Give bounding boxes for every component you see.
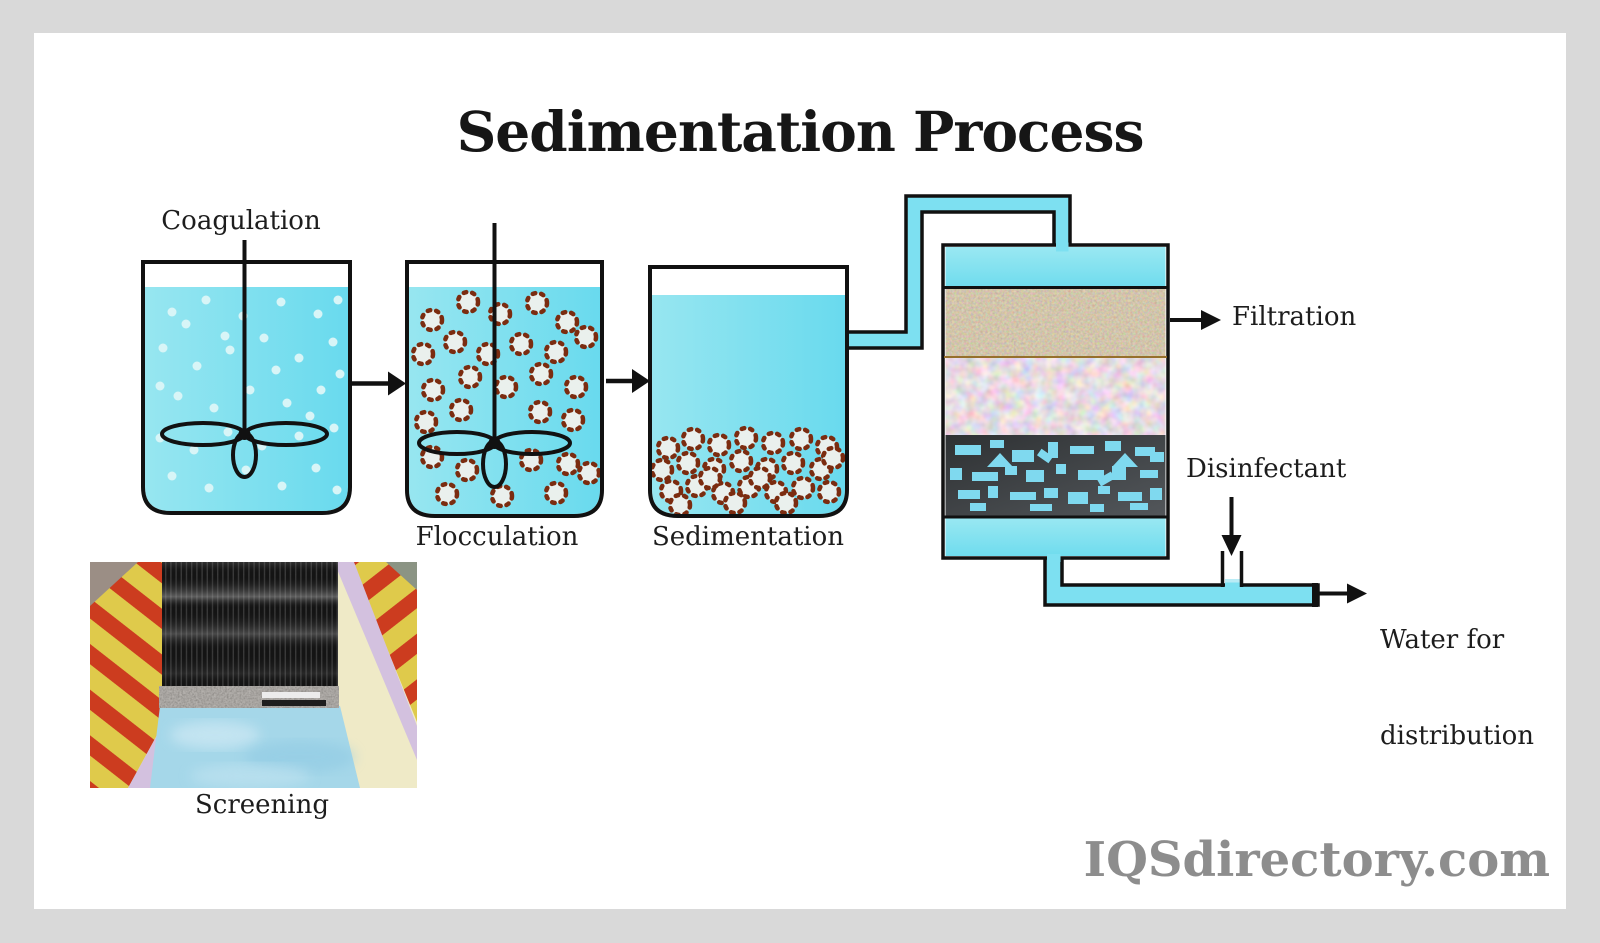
stirrer-coagulation [160, 240, 329, 479]
label-flocculation: Flocculation [415, 522, 579, 552]
channel-water [150, 706, 360, 788]
label-water-for-distribution: Water for distribution [1380, 562, 1534, 816]
settled-particles [652, 425, 845, 514]
label-disinfectant: Disinfectant [1186, 454, 1347, 484]
diagram-title: Sedimentation Process [456, 98, 1145, 164]
watermark: IQSdirectory.com [1083, 832, 1550, 888]
label-water-line1: Water for [1380, 625, 1505, 656]
label-filtration: Filtration [1232, 302, 1357, 332]
filter-layer-sand [945, 288, 1166, 357]
arrow-filtration [1170, 310, 1221, 330]
filter-water-bottom [945, 517, 1166, 556]
coagulant-dots [155, 295, 345, 495]
pipe-filter-to-distribution [1043, 550, 1320, 607]
disinfectant-inlet [1220, 551, 1244, 588]
tank-flocculation [405, 223, 604, 518]
arrow-disinfectant [1221, 497, 1242, 556]
label-screening: Screening [194, 790, 330, 820]
filter-layer-charcoal [945, 435, 1166, 517]
bar-screen [159, 562, 339, 708]
pipe-end-cap [1312, 583, 1318, 607]
screening-photo [90, 562, 417, 788]
tank-sedimentation [648, 265, 849, 518]
arrow-flocculation-to-sedimentation [606, 369, 650, 393]
filter-layer-pebbles [945, 357, 1166, 435]
right-wall-edge [334, 562, 417, 760]
stirrer-flocculation [417, 223, 572, 489]
label-sedimentation: Sedimentation [651, 522, 845, 552]
arrow-coagulation-to-flocculation [352, 371, 406, 396]
left-top-wedge [90, 562, 138, 606]
label-water-line2: distribution [1380, 720, 1535, 751]
label-coagulation: Coagulation [161, 206, 321, 236]
filter-column [941, 243, 1170, 560]
floc-particles [410, 289, 600, 509]
filter-water-top [945, 247, 1166, 287]
arrow-water-distribution [1318, 583, 1367, 604]
tank-coagulation [141, 240, 352, 515]
right-top-wedge [386, 562, 417, 590]
